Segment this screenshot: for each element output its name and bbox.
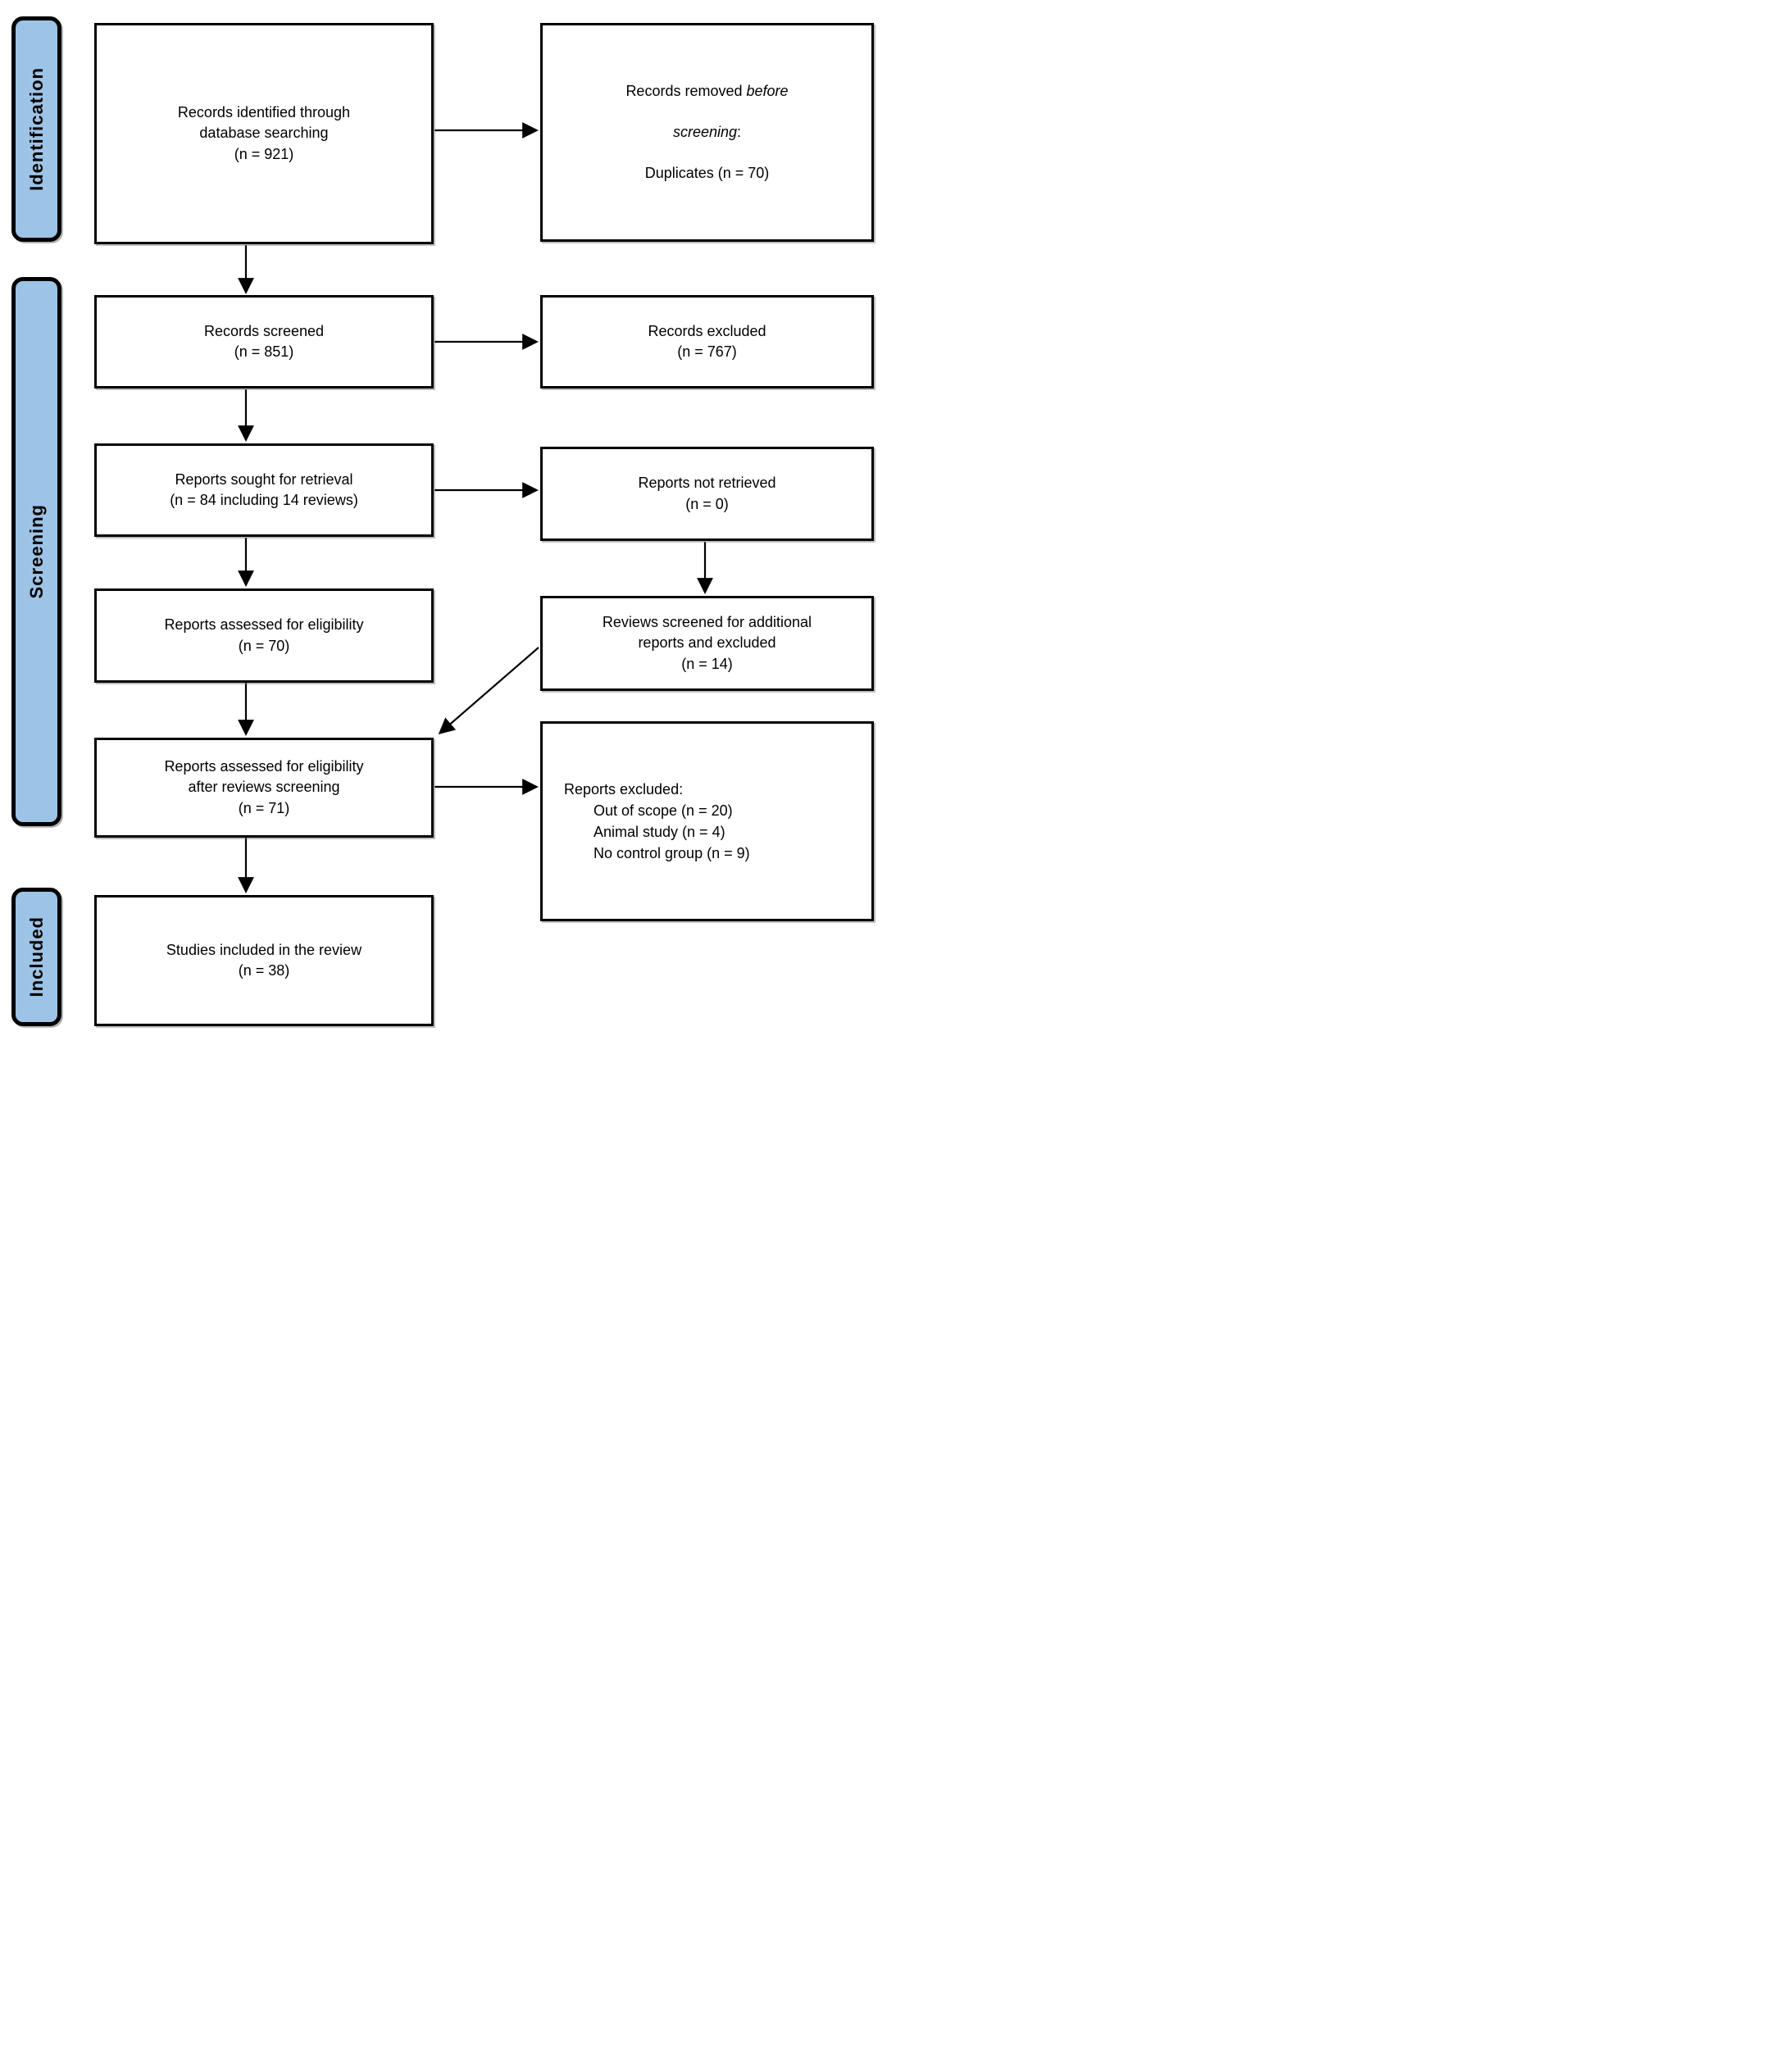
box-reviews-screened: Reviews screened for additional reports … bbox=[540, 596, 874, 691]
reports-excluded-header: Reports excluded: bbox=[564, 780, 684, 797]
box-reports-excluded: Reports excluded: Out of scope (n = 20) … bbox=[540, 721, 874, 921]
records-removed-line1-normal: Records removed bbox=[625, 82, 747, 99]
stage-label-screening: Screening bbox=[11, 277, 61, 826]
stage-label-identification: Identification bbox=[11, 16, 61, 242]
prisma-flow-diagram: Identification Screening Included Record… bbox=[0, 0, 896, 1036]
box-reviews-screened-text: Reviews screened for additional reports … bbox=[602, 614, 812, 672]
box-reports-not-retrieved-text: Reports not retrieved (n = 0) bbox=[638, 475, 776, 512]
reports-excluded-item-no-control-group: No control group (n = 9) bbox=[594, 845, 750, 862]
box-studies-included: Studies included in the review (n = 38) bbox=[94, 895, 434, 1026]
stage-label-included: Included bbox=[11, 888, 61, 1026]
box-records-removed: Records removed before screening: Duplic… bbox=[540, 23, 874, 242]
box-reports-sought-text: Reports sought for retrieval (n = 84 inc… bbox=[170, 470, 358, 508]
box-records-excluded: Records excluded (n = 767) bbox=[540, 295, 874, 388]
box-records-removed-text: Records removed before screening: Duplic… bbox=[625, 60, 788, 204]
reports-excluded-item-out-of-scope: Out of scope (n = 20) bbox=[594, 802, 733, 819]
records-removed-line2-italic: screening bbox=[672, 123, 737, 140]
records-removed-line3: Duplicates (n = 70) bbox=[644, 165, 770, 182]
records-removed-line1: Records removed before bbox=[625, 81, 788, 102]
box-studies-included-text: Studies included in the review (n = 38) bbox=[166, 941, 362, 979]
arrow-reviews-screened-to-assessed-after bbox=[438, 647, 539, 734]
box-reports-assessed: Reports assessed for eligibility (n = 70… bbox=[94, 588, 434, 683]
box-records-identified: Records identified through database sear… bbox=[94, 23, 434, 244]
stage-label-included-text: Included bbox=[25, 916, 47, 997]
box-reports-not-retrieved: Reports not retrieved (n = 0) bbox=[540, 447, 874, 541]
records-removed-line2-normal: : bbox=[737, 123, 742, 140]
box-records-excluded-text: Records excluded (n = 767) bbox=[648, 322, 766, 360]
box-reports-assessed-after: Reports assessed for eligibility after r… bbox=[94, 738, 434, 838]
records-removed-line1-italic: before bbox=[746, 82, 789, 99]
stage-label-screening-text: Screening bbox=[25, 504, 47, 599]
records-removed-line2: screening: bbox=[625, 122, 788, 143]
box-reports-assessed-text: Reports assessed for eligibility (n = 70… bbox=[164, 616, 364, 654]
reports-excluded-item-animal-study: Animal study (n = 4) bbox=[594, 824, 725, 840]
stage-label-identification-text: Identification bbox=[25, 67, 47, 191]
box-records-identified-text: Records identified through database sear… bbox=[177, 104, 351, 162]
box-reports-assessed-after-text: Reports assessed for eligibility after r… bbox=[164, 758, 364, 816]
box-records-screened-text: Records screened (n = 851) bbox=[203, 322, 325, 360]
box-records-screened: Records screened (n = 851) bbox=[94, 295, 434, 388]
box-reports-sought: Reports sought for retrieval (n = 84 inc… bbox=[94, 443, 434, 537]
